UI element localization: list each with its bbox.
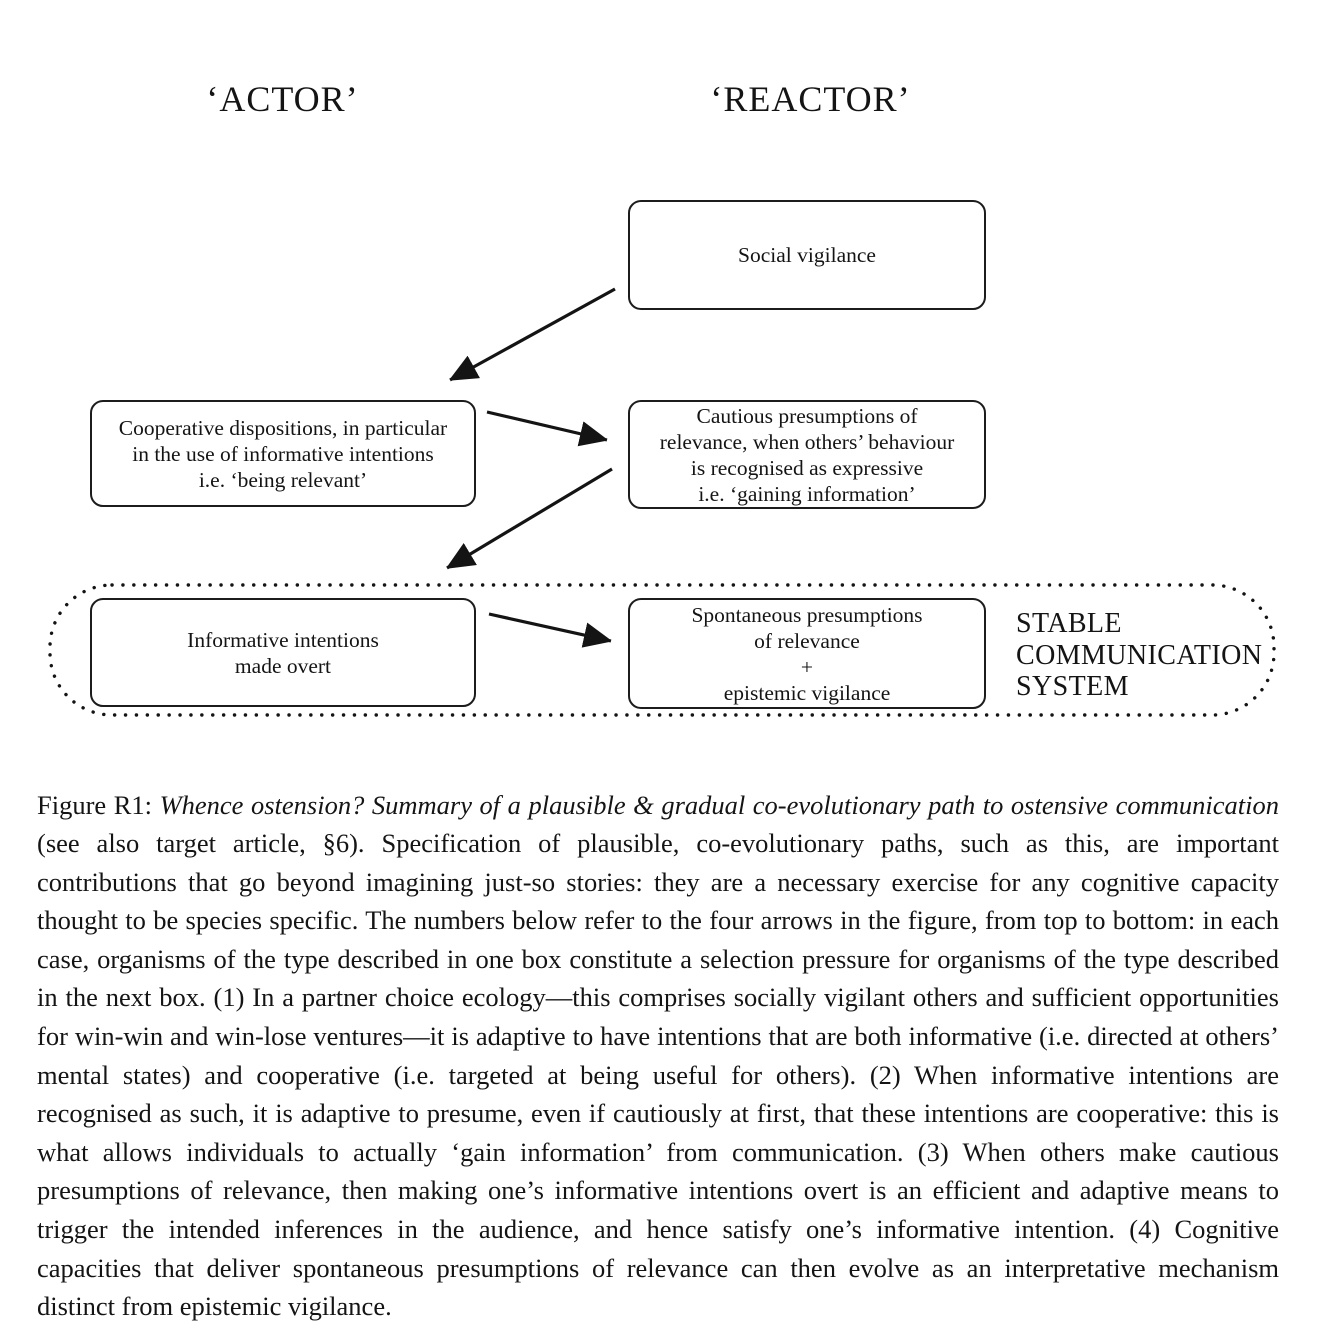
box-text-line: of relevance: [754, 628, 860, 653]
box-text-line: +: [800, 654, 814, 679]
figure-caption-label: Figure R1:: [37, 789, 160, 820]
box-text-line: made overt: [234, 653, 332, 678]
figure-caption: Figure R1: Whence ostension? Summary of …: [37, 786, 1279, 1326]
box-text-line: is recognised as expressive: [690, 455, 924, 480]
box-text-line: relevance, when others’ behaviour: [659, 429, 955, 454]
box-spontaneous-presumptions: Spontaneous presumptions of relevance + …: [628, 598, 986, 709]
box-social-vigilance: Social vigilance: [628, 200, 986, 310]
box-text-line: Social vigilance: [738, 243, 876, 267]
box-text-line: in the use of informative intentions: [132, 441, 434, 466]
box-cooperative-dispositions: Cooperative dispositions, in particular …: [90, 400, 476, 507]
box-text-line: i.e. ‘being relevant’: [198, 467, 368, 492]
figure-caption-body: (see also target article, §6). Specifica…: [37, 828, 1279, 1322]
arrow-social-to-cooperative: [450, 287, 616, 382]
box-text-line: epistemic vigilance: [723, 680, 891, 705]
stable-label-line: COMMUNICATION: [1016, 639, 1263, 671]
box-text-line: Informative intentions: [187, 627, 379, 652]
arrow-informative-to-spontaneous: [488, 612, 611, 641]
column-header-actor: ‘ACTOR’: [206, 79, 359, 119]
stable-label-line: STABLE: [1016, 608, 1122, 639]
box-text-line: i.e. ‘gaining information’: [698, 481, 916, 506]
column-header-reactor: ‘REACTOR’: [710, 79, 911, 119]
arrow-cooperative-to-cautious: [486, 410, 607, 440]
figure-caption-title: Whence ostension? Summary of a plausible…: [159, 789, 1279, 820]
stable-label-line: SYSTEM: [1016, 671, 1129, 702]
box-text-line: Cautious presumptions of: [696, 403, 918, 428]
stable-communication-system-label: STABLE COMMUNICATION SYSTEM: [1016, 608, 1262, 703]
box-text-line: Spontaneous presumptions: [691, 602, 923, 627]
box-cautious-presumptions: Cautious presumptions of relevance, when…: [628, 400, 986, 509]
box-text-line: Cooperative dispositions, in particular: [118, 415, 448, 440]
box-informative-intentions: Informative intentions made overt: [90, 598, 476, 707]
